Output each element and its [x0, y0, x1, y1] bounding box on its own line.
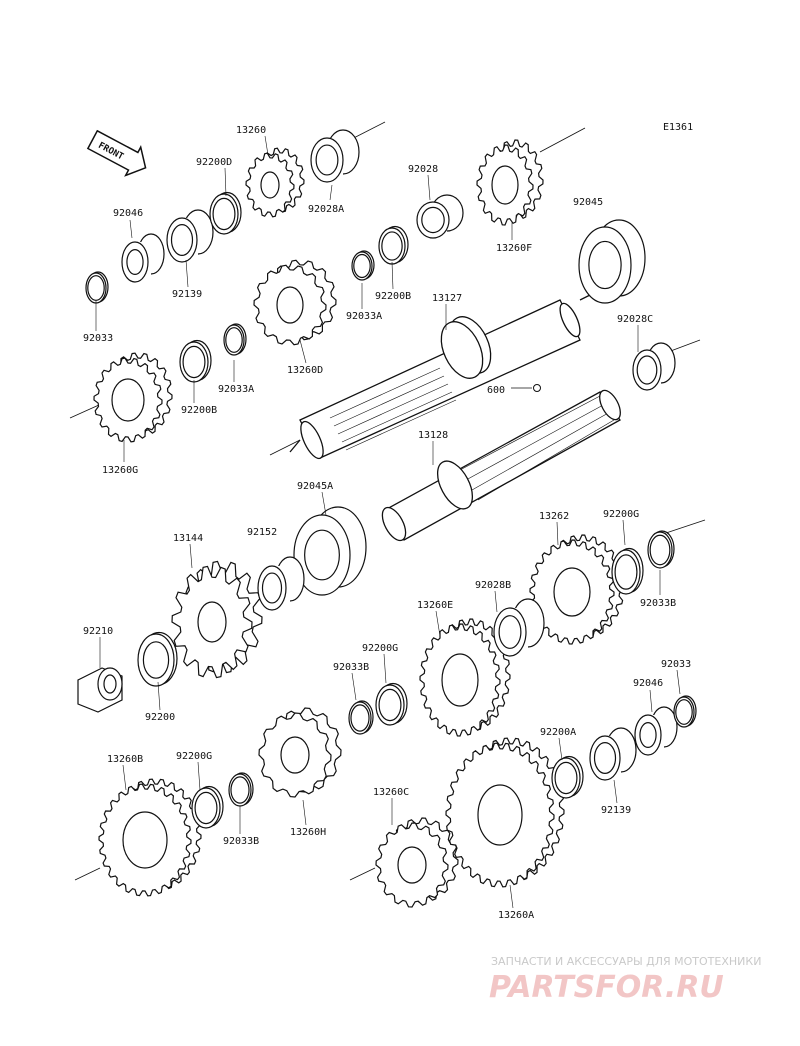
leader-lines [95, 135, 681, 909]
circlip-92033B-mid-icon [348, 700, 374, 735]
label-92152: 92152 [247, 527, 277, 538]
label-92210: 92210 [83, 626, 113, 637]
bearing-92045A-icon [293, 506, 367, 596]
sprocket-13144-icon [171, 560, 263, 679]
gears [93, 139, 625, 908]
label-13260B: 13260B [107, 754, 143, 765]
label-92028: 92028 [408, 164, 438, 175]
nut-92210 [77, 667, 123, 713]
label-92033A-left: 92033A [218, 384, 254, 395]
watermark-logo: PARTSFOR.RU [489, 970, 724, 1005]
label-13260A: 13260A [498, 910, 534, 921]
gear-13260F-icon [476, 139, 544, 226]
circlip-92033B-low-icon [228, 772, 254, 807]
label-92200B-left: 92200B [181, 405, 217, 416]
bush-92028C-icon [632, 342, 676, 391]
watermark-tagline: ЗАПЧАСТИ И АКСЕССУАРЫ ДЛЯ МОТОТЕХНИКИ [491, 955, 761, 968]
label-13260H: 13260H [290, 827, 326, 838]
label-92200G-mid: 92200G [362, 643, 398, 654]
label-13260E: 13260E [417, 600, 453, 611]
label-92139-top: 92139 [172, 289, 202, 300]
label-13144: 13144 [173, 533, 203, 544]
circlip-92033A-mid-icon [351, 250, 375, 281]
washer-92200B-left-icon [179, 339, 212, 383]
label-92028C: 92028C [617, 314, 653, 325]
label-92046-right: 92046 [633, 678, 663, 689]
label-92200G-top: 92200G [603, 509, 639, 520]
front-arrow-icon: FRONT [86, 129, 147, 177]
label-13127: 13127 [432, 293, 462, 304]
label-92200: 92200 [145, 712, 175, 723]
diagram-code: E1361 [663, 122, 693, 133]
label-92033B-mid: 92033B [333, 662, 369, 673]
washer-92200G-top-icon [611, 547, 644, 595]
label-92033A-mid: 92033A [346, 311, 382, 322]
label-92200G-low: 92200G [176, 751, 212, 762]
label-92033B-low: 92033B [223, 836, 259, 847]
ball-600-icon [533, 384, 541, 392]
gear-13260A-icon [445, 737, 565, 888]
bush-92028-icon [416, 194, 464, 239]
washer-92200G-mid-icon [375, 682, 408, 726]
gear-13260-icon [245, 147, 305, 218]
label-13262: 13262 [539, 511, 569, 522]
label-92046-top: 92046 [113, 208, 143, 219]
gear-13262-icon [529, 534, 625, 645]
label-92033B-right: 92033B [640, 598, 676, 609]
label-92045A: 92045A [297, 481, 333, 492]
circlip-92033-right-icon [673, 695, 697, 728]
washer-92200G-low-icon [191, 785, 224, 829]
gear-13260E-icon [419, 618, 511, 737]
label-13260D: 13260D [287, 365, 323, 376]
circlip-92033A-left-icon [223, 323, 247, 356]
label-13260F: 13260F [496, 243, 532, 254]
label-92028A: 92028A [308, 204, 344, 215]
label-92139-right: 92139 [601, 805, 631, 816]
bearing-92045-icon [578, 219, 646, 304]
label-13260C: 13260C [373, 787, 409, 798]
needle-bearing-92046-top-icon [121, 233, 165, 283]
label-92033-left: 92033 [83, 333, 113, 344]
label-92200D: 92200D [196, 157, 232, 168]
washer-92200D-icon [209, 191, 242, 235]
label-13260G: 13260G [102, 465, 138, 476]
counter-shaft-13128 [381, 389, 621, 542]
needle-bearing-92046-right-icon [634, 706, 678, 756]
circlip-92033-left-icon [85, 271, 109, 304]
label-13128: 13128 [418, 430, 448, 441]
rings [85, 129, 697, 829]
gear-13260C-icon [375, 817, 459, 908]
gear-13260B-icon [98, 778, 202, 897]
part-labels: 13260 92200D 92028A 92028 92045 92046 92… [83, 125, 691, 921]
washer-92200A-icon [551, 755, 584, 799]
label-92200A: 92200A [540, 727, 576, 738]
watermark: ЗАПЧАСТИ И АКСЕССУАРЫ ДЛЯ МОТОТЕХНИКИ PA… [489, 955, 761, 1005]
circlip-92033B-right-icon [647, 530, 675, 569]
label-92200B-mid: 92200B [375, 291, 411, 302]
gear-13260D-icon [253, 259, 337, 346]
bush-92152-icon [257, 556, 305, 611]
bush-92028B-icon [493, 598, 545, 657]
bush-92139-right-icon [589, 727, 637, 781]
label-13260: 13260 [236, 125, 266, 136]
washer-92200B-mid-icon [378, 225, 409, 265]
washer-92200-icon [137, 631, 178, 687]
label-92033-right: 92033 [661, 659, 691, 670]
label-92045: 92045 [573, 197, 603, 208]
bush-92028A-icon [310, 129, 360, 183]
label-600: 600 [487, 385, 505, 396]
label-92028B: 92028B [475, 580, 511, 591]
bush-92139-top-icon [166, 209, 214, 263]
gear-13260H-icon [258, 707, 342, 798]
gear-13260G-icon [93, 352, 173, 443]
